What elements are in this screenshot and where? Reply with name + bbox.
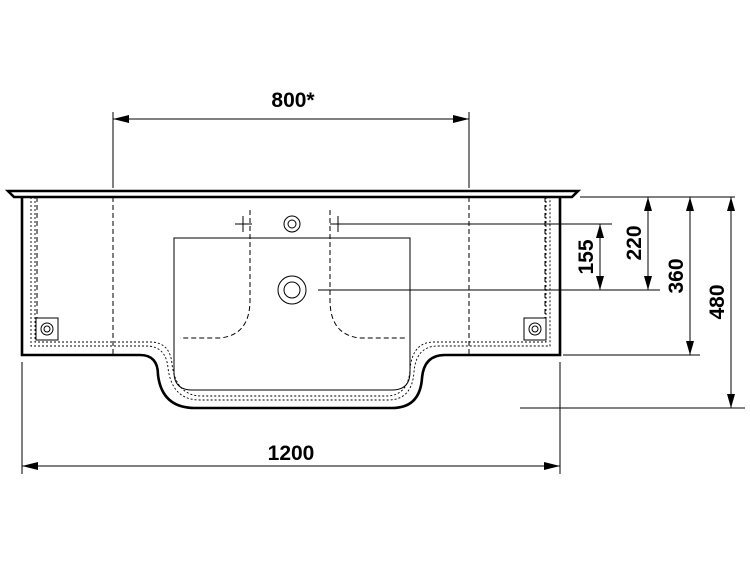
dimension-800: 800* <box>112 89 470 188</box>
dimension-1200-label: 1200 <box>268 442 315 465</box>
dimension-1200: 1200 <box>21 362 561 474</box>
fixing-point-left-icon <box>35 317 59 341</box>
dimension-155: 155 <box>575 224 604 290</box>
tap-hole-icon <box>235 215 347 233</box>
right-extension-lines <box>318 196 745 409</box>
fixing-point-right-icon <box>523 317 547 341</box>
dimension-220: 220 <box>623 197 652 290</box>
dimension-800-label: 800* <box>271 89 315 112</box>
inner-bowl <box>173 210 411 391</box>
basin-outline <box>4 189 582 410</box>
dimension-480: 480 <box>706 197 735 408</box>
dimension-360: 360 <box>665 197 694 355</box>
dimension-220-label: 220 <box>623 225 646 260</box>
dimension-360-label: 360 <box>665 258 688 293</box>
vertical-dash-lines <box>36 197 546 355</box>
drain-icon <box>277 275 307 305</box>
dimension-480-label: 480 <box>706 284 729 319</box>
dimension-155-label: 155 <box>575 239 598 274</box>
